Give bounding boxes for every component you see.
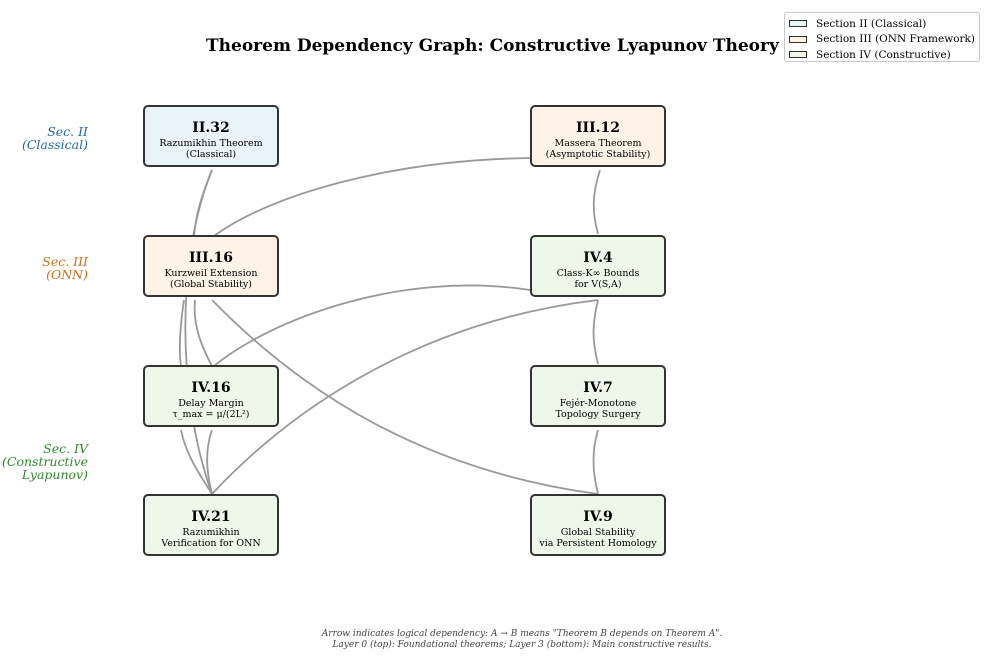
legend-swatch-iv: [789, 51, 807, 59]
node-text: Massera Theorem (Asymptotic Stability): [545, 138, 651, 160]
legend-label: Section IV (Constructive): [816, 48, 951, 61]
node-iv-4: IV.4 Class-K∞ Bounds for V(S,A): [530, 235, 666, 297]
node-iv-16: IV.16 Delay Margin τ_max = μ/(2L²): [143, 365, 279, 427]
edge-iii16-iv21: [178, 299, 185, 367]
edge-iv4-iv16: [213, 284, 531, 367]
edge-iii12-iii16: [213, 157, 531, 237]
edge-iv4-iv7: [592, 299, 599, 365]
node-iii-16: III.16 Kurzweil Extension (Global Stabil…: [143, 235, 279, 297]
edge-ii32-iv21: [184, 169, 213, 495]
node-id: III.16: [188, 250, 233, 266]
edge-iii16-iv9: [211, 299, 599, 495]
legend-label: Section III (ONN Framework): [816, 33, 976, 46]
edge-iv16-iv21-a: [206, 429, 213, 495]
node-id: IV.4: [583, 250, 613, 266]
node-iv-9: IV.9 Global Stability via Persistent Hom…: [530, 494, 666, 556]
node-text: Razumikhin Verification for ONN: [161, 527, 261, 549]
node-iv-21: IV.21 Razumikhin Verification for ONN: [143, 494, 279, 556]
caption: Arrow indicates logical dependency: A → …: [0, 629, 996, 651]
section-label-iii: Sec. III (ONN): [42, 254, 88, 282]
legend-swatch-ii: [789, 20, 807, 28]
node-text: Global Stability via Persistent Homology: [539, 527, 657, 549]
edge-iv16-iv21-b: [180, 429, 213, 495]
caption-line-1: Arrow indicates logical dependency: A → …: [321, 629, 723, 639]
caption-line-2: Layer 0 (top): Foundational theorems; La…: [332, 640, 712, 650]
edge-iii12-iv4: [592, 169, 601, 235]
node-iv-7: IV.7 Fejér-Monotone Topology Surgery: [530, 365, 666, 427]
section-label-ii: Sec. II (Classical): [21, 124, 88, 152]
node-text: Delay Margin τ_max = μ/(2L²): [172, 398, 250, 420]
node-text: Class-K∞ Bounds for V(S,A): [556, 268, 640, 290]
node-text: Kurzweil Extension (Global Stability): [164, 268, 258, 290]
edge-ii32-iii16: [193, 169, 213, 237]
section-label-iv: Sec. IV (Constructive Lyapunov): [2, 441, 88, 482]
legend-item-section-iii: Section III (ONN Framework): [789, 32, 979, 48]
node-ii-32: II.32 Razumikhin Theorem (Classical): [143, 105, 279, 167]
node-id: III.12: [575, 120, 620, 136]
legend: Section II (Classical) Section III (ONN …: [784, 12, 980, 62]
legend-item-section-ii: Section II (Classical): [789, 16, 979, 32]
node-text: Fejér-Monotone Topology Surgery: [555, 398, 641, 420]
edge-iv7-iv9: [592, 429, 599, 495]
legend-swatch-iii: [789, 35, 807, 43]
diagram-title: Theorem Dependency Graph: Constructive L…: [206, 36, 864, 56]
node-id: IV.16: [191, 380, 231, 396]
legend-label: Section II (Classical): [816, 17, 927, 30]
node-id: II.32: [192, 120, 230, 136]
legend-item-section-iv: Section IV (Constructive): [789, 47, 979, 63]
node-id: IV.7: [583, 380, 613, 396]
edge-iii16-iv16: [193, 299, 213, 367]
node-text: Razumikhin Theorem (Classical): [159, 138, 263, 160]
node-id: IV.21: [191, 509, 231, 525]
node-id: IV.9: [583, 509, 613, 525]
node-iii-12: III.12 Massera Theorem (Asymptotic Stabi…: [530, 105, 666, 167]
edge-iv4-iv21: [211, 299, 599, 495]
